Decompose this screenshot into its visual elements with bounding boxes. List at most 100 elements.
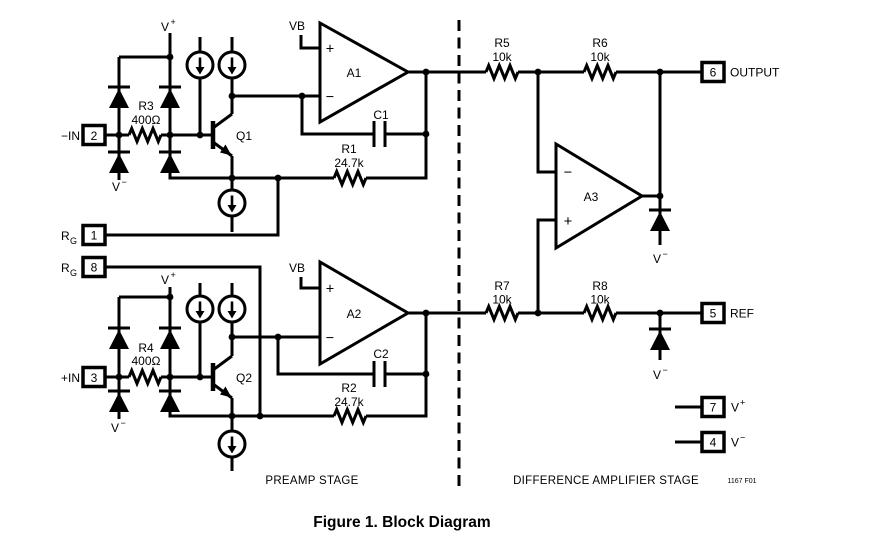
r6-name: R6 [592,36,608,50]
current-source [217,294,247,324]
current-source [185,294,215,324]
preamp-stage-label: PREAMP STAGE [265,475,358,487]
rg-sub: G [70,236,77,246]
junction-dot [166,373,174,381]
diode [157,389,183,414]
q1-label: Q1 [236,129,252,143]
r2-name: R2 [341,381,357,395]
r5-name: R5 [494,36,510,50]
v-minus-label: V [731,436,739,450]
v-plus-sup: + [171,270,176,280]
pin-6-box [700,60,726,84]
pin-1-number: 1 [91,229,98,243]
a1-label: A1 [347,66,362,80]
diode [106,326,132,351]
junction-dot [422,370,430,378]
r7-name: R7 [494,279,510,293]
junction-dot [274,333,282,341]
junction-dot [166,293,174,301]
a1-plus-input: + [326,42,334,58]
junction-dot [115,131,123,139]
v-minus-sup: − [663,249,668,259]
wire [276,337,374,376]
junction-dot [115,373,123,381]
pin-5-number: 5 [710,307,717,321]
amplifier-a3 [554,141,645,251]
a3-minus-input: − [564,165,572,181]
resistor-r2 [332,408,368,424]
amplifier-a2 [318,259,411,367]
v-plus-label: V [731,401,739,415]
pin-8-number: 8 [91,261,98,275]
r8-value: 10k [590,293,610,307]
v-minus-label: V [111,421,119,435]
rg-label: R [61,261,70,275]
pin-8-box [81,255,107,279]
junction-dot [534,309,542,317]
figure-caption: Figure 1. Block Diagram [313,514,490,531]
junction-dot [166,53,174,61]
wire [300,96,374,136]
difference-amplifier-stage-label: DIFFERENCE AMPLIFIER STAGE [513,475,699,487]
wire [299,35,320,50]
v-minus-sup: − [663,365,668,375]
q2-label: Q2 [236,371,252,385]
difference-amplifier-stage: R5 10k R6 10k 6 OUTPUT − + A3 V − R7 10k… [484,36,780,454]
junction-dot [274,174,282,182]
v-minus-sup: − [121,418,126,428]
pin-4-number: 4 [710,436,717,450]
vb-label: VB [289,19,305,33]
resistor-r3 [127,127,163,143]
diode [647,327,673,352]
diode [157,150,183,175]
junction-dot [534,68,542,76]
resistor-r8 [582,305,618,321]
r1-value: 24.7k [334,156,364,170]
junction-dot [228,333,236,341]
current-source [217,188,247,218]
upper-preamp: V + V − −IN 2 R G 1 R3 400Ω Q1 VB + − A1… [61,17,486,247]
junction-dot [196,373,204,381]
a1-minus-input: − [326,90,334,106]
current-source [217,429,247,459]
junction-dot [656,309,664,317]
wire [105,178,280,237]
pin-5-box [700,301,726,325]
resistor-r7 [484,305,520,321]
r6-value: 10k [590,50,610,64]
junction-dot [256,412,264,420]
wire [536,72,556,174]
a3-plus-input: + [564,214,572,230]
r3-value: 400Ω [132,113,161,127]
resistor-r4 [127,369,163,385]
pin-2-number: 2 [91,129,98,143]
diode [647,208,673,233]
rg-label: R [61,229,70,243]
pin-2-box [81,123,107,147]
v-minus-sup: − [740,433,745,443]
output-label: OUTPUT [730,66,780,80]
a3-label: A3 [584,190,599,204]
v-minus-label: V [653,368,661,382]
ref-label: REF [730,307,754,321]
vb-label: VB [289,261,305,275]
neg-in-label: −IN [61,129,80,143]
resistor-r1 [332,170,368,186]
pos-in-label: +IN [61,371,80,385]
resistor-r5 [484,64,520,80]
v-minus-sup: − [122,177,127,187]
transistor-q2 [213,356,232,398]
v-plus-label: V [161,273,169,287]
junction-dot [656,68,664,76]
rg-sub: G [70,268,77,278]
junction-dot [228,92,236,100]
r3-name: R3 [138,99,154,113]
c1-label: C1 [373,108,389,122]
pin-7-box [700,395,726,419]
diode [106,85,132,110]
junction-dot [422,309,430,317]
junction-dot [298,92,306,100]
r4-value: 400Ω [132,354,161,368]
transistor-q1 [213,114,232,156]
